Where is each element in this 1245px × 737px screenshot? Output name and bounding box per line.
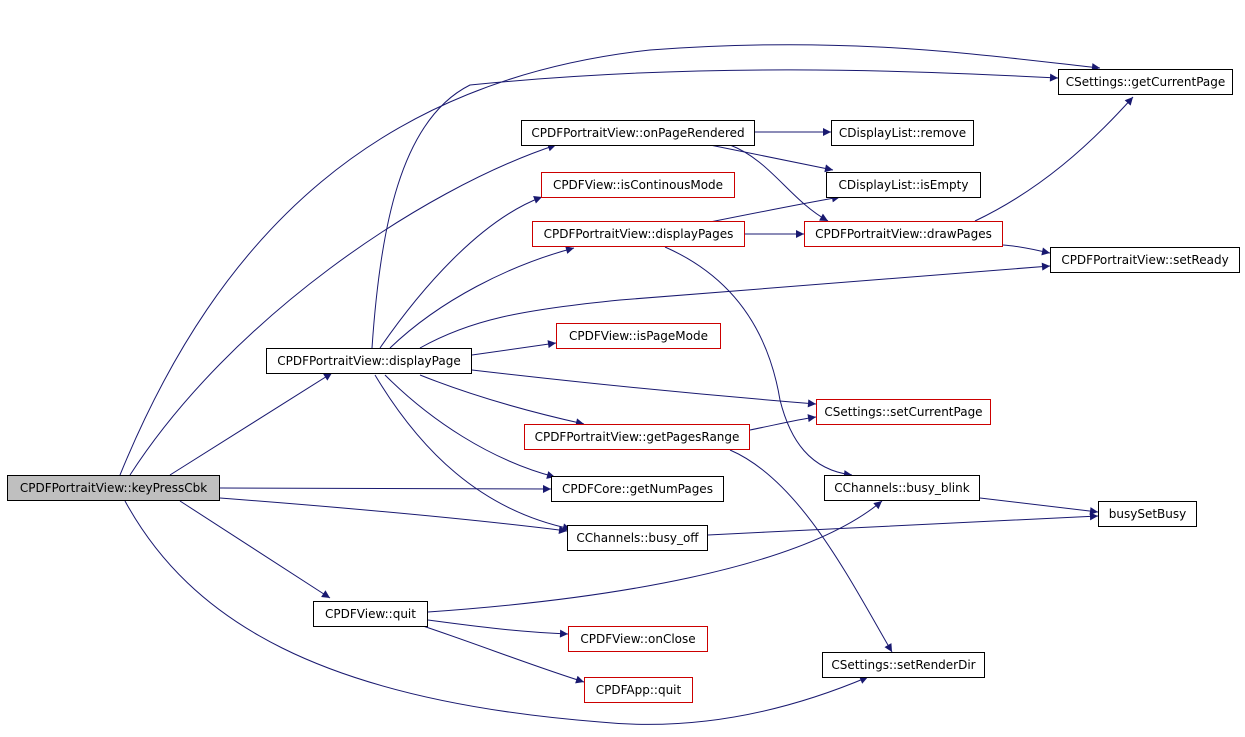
node-setcurrentpage[interactable]: CSettings::setCurrentPage bbox=[816, 399, 991, 425]
edge-onpagerendered-drawpages bbox=[729, 144, 829, 222]
node-busysetbusy[interactable]: busySetBusy bbox=[1098, 501, 1197, 527]
edge-displaypage-getcurrentpage bbox=[371, 69, 1059, 349]
edge-quit-onclose bbox=[427, 619, 569, 638]
node-isempty[interactable]: CDisplayList::isEmpty bbox=[826, 172, 981, 198]
edge-drawpages-getcurrentpage bbox=[974, 96, 1134, 222]
edge-quit-busyblink bbox=[427, 500, 883, 613]
node-getcurrentpage[interactable]: CSettings::getCurrentPage bbox=[1058, 69, 1233, 95]
node-onclose[interactable]: CPDFView::onClose bbox=[568, 626, 708, 652]
node-appquit[interactable]: CPDFApp::quit bbox=[584, 677, 693, 703]
edge-onpagerendered-isempty bbox=[709, 144, 834, 173]
edge-displaypage-getnumpages bbox=[384, 374, 556, 479]
edge-busyblink-busysetbusy bbox=[979, 497, 1099, 516]
edge-keypress-getnumpages bbox=[219, 484, 552, 493]
edge-keypress-setrenderdir bbox=[124, 500, 869, 725]
edge-keypress-displaypage bbox=[169, 372, 333, 476]
edge-displaypage-ispagemode bbox=[471, 340, 557, 356]
node-busyblink[interactable]: CChannels::busy_blink bbox=[824, 475, 980, 501]
node-busyoff[interactable]: CChannels::busy_off bbox=[567, 525, 708, 551]
node-getpagesrange[interactable]: CPDFPortraitView::getPagesRange bbox=[524, 424, 750, 450]
edge-displaypages-isempty bbox=[709, 194, 841, 223]
node-displaypage[interactable]: CPDFPortraitView::displayPage bbox=[266, 348, 472, 374]
edge-keypress-onpagerendered bbox=[129, 143, 557, 476]
edge-busyoff-busysetbusy bbox=[707, 512, 1099, 536]
edge-displaypage-setcurrentpage bbox=[471, 369, 817, 408]
edge-getpagesrange-setcurrentpage bbox=[749, 414, 817, 431]
node-remove[interactable]: CDisplayList::remove bbox=[831, 120, 974, 146]
node-keypresscbk: CPDFPortraitView::keyPressCbk bbox=[7, 475, 220, 501]
edge-displaypage-iscontinousmode bbox=[379, 196, 543, 349]
edge-displaypage-busyoff bbox=[374, 374, 572, 532]
edge-keypress-busyoff bbox=[219, 497, 568, 534]
edge-quit-appquit bbox=[419, 624, 585, 684]
node-getnumpages[interactable]: CPDFCore::getNumPages bbox=[551, 476, 724, 502]
edge-getpagesrange-setrenderdir bbox=[729, 449, 893, 653]
edge-displaypages-busyblink bbox=[664, 246, 853, 479]
node-setready[interactable]: CPDFPortraitView::setReady bbox=[1050, 247, 1240, 273]
edge-keypress-getcurrentpage bbox=[119, 44, 1101, 476]
node-quit[interactable]: CPDFView::quit bbox=[313, 601, 428, 627]
node-setrenderdir[interactable]: CSettings::setRenderDir bbox=[822, 652, 985, 678]
node-onpagerendered[interactable]: CPDFPortraitView::onPageRendered bbox=[521, 120, 755, 146]
edge-drawpages-setready bbox=[1002, 244, 1051, 256]
node-displaypages[interactable]: CPDFPortraitView::displayPages bbox=[532, 221, 745, 247]
edge-displaypage-displaypages bbox=[389, 246, 575, 349]
edge-displaypage-getpagesrange bbox=[419, 374, 585, 427]
node-ispagemode[interactable]: CPDFView::isPageMode bbox=[556, 323, 721, 349]
edge-displaypage-setready bbox=[419, 262, 1051, 349]
node-drawpages[interactable]: CPDFPortraitView::drawPages bbox=[804, 221, 1003, 247]
node-iscontinousmode[interactable]: CPDFView::isContinousMode bbox=[541, 172, 735, 198]
edge-keypress-quit bbox=[179, 500, 331, 599]
